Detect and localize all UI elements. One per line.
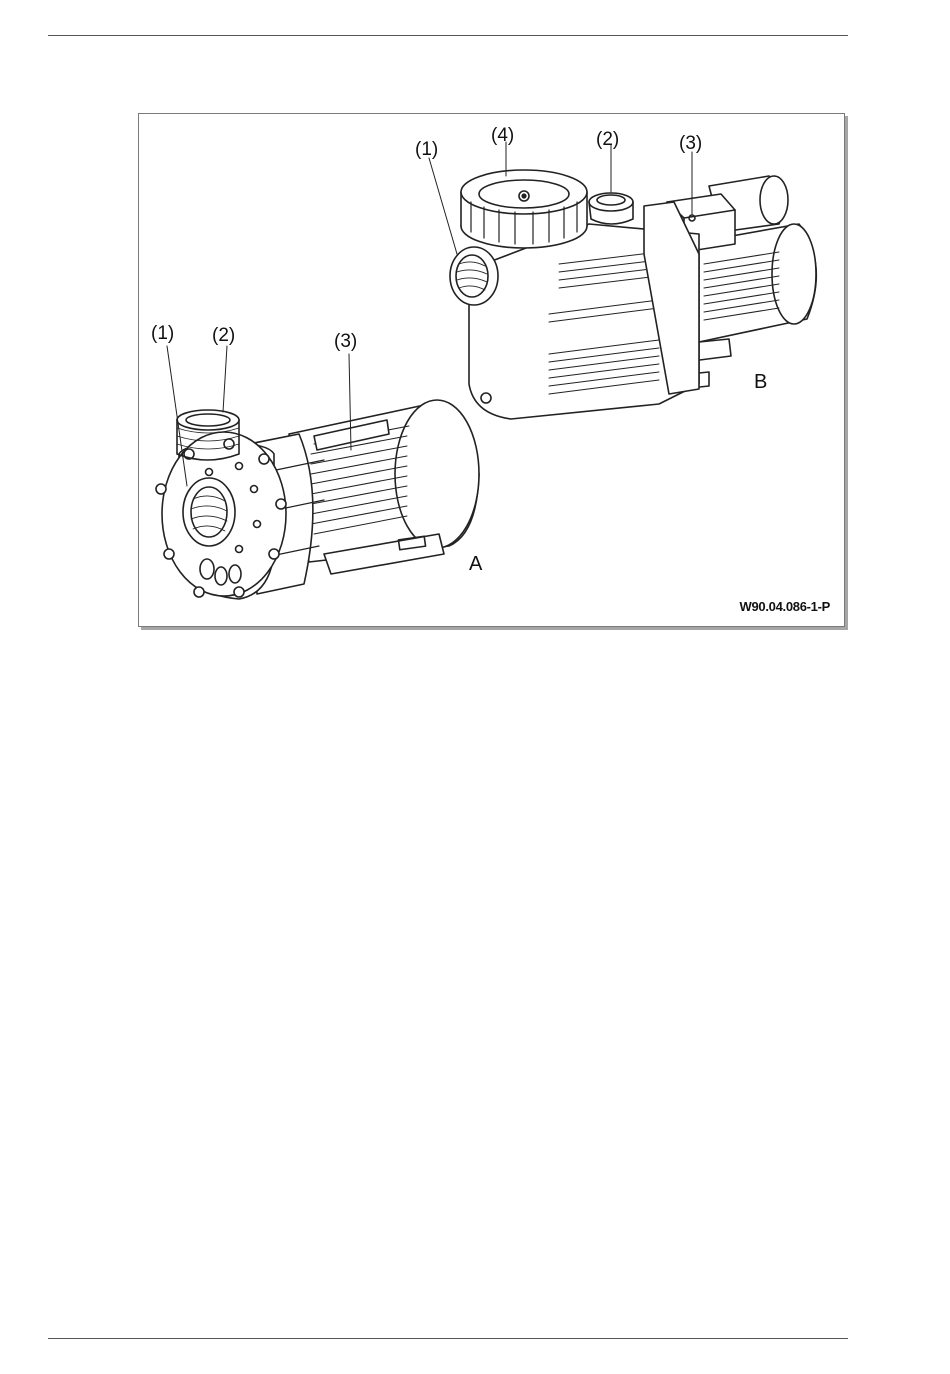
callout-b-4: (4) <box>491 126 514 145</box>
callout-a-3: (3) <box>334 332 357 351</box>
header-rule <box>48 35 848 36</box>
pump-drawings <box>139 114 844 626</box>
callout-a-1: (1) <box>151 324 174 343</box>
figure-code: W90.04.086-1-P <box>740 599 830 614</box>
callout-a-2: (2) <box>212 326 235 345</box>
callout-b-2: (2) <box>596 130 619 149</box>
footer-rule <box>48 1338 848 1339</box>
pump-b-label: B <box>754 372 767 392</box>
pump-a-label: A <box>469 554 482 574</box>
pump-a-drawing <box>156 346 479 599</box>
callout-b-3: (3) <box>679 134 702 153</box>
pump-illustration-figure: (1) (4) (2) (3) B (1) (2) (3) A W90.04.0… <box>138 113 845 627</box>
callout-b-1: (1) <box>415 140 438 159</box>
